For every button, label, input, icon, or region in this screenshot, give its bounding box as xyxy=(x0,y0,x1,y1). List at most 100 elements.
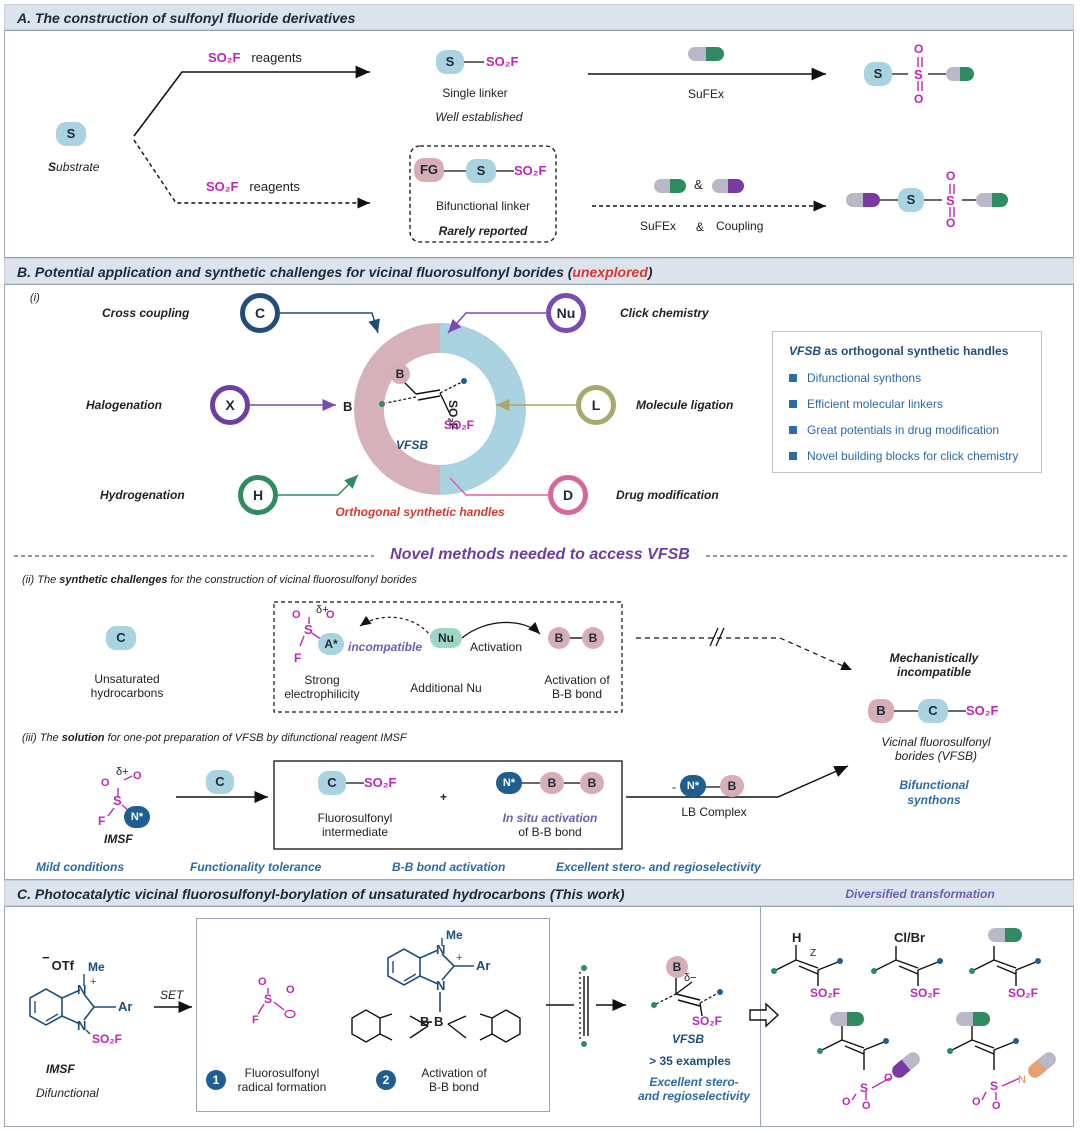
product1-s: S xyxy=(864,62,892,86)
vfsb-info-box: VFSB as orthogonal synthetic handles Dif… xyxy=(772,331,1042,473)
ii-b-right: B xyxy=(582,627,604,649)
rarely-reported-label: Rarely reported xyxy=(438,224,528,238)
iii-delta: δ+ xyxy=(116,766,129,778)
ii-additional-nu: Additional Nu xyxy=(410,681,482,695)
donut-b: B xyxy=(343,399,353,414)
c-radical-o2: O xyxy=(286,984,295,996)
sub-i-label: (i) xyxy=(30,292,40,304)
well-established-label: Well established xyxy=(435,110,523,124)
vfsb-name-1: Vicinal fluorosulfonyl xyxy=(881,735,991,749)
c-nhc-n-top: N xyxy=(436,942,446,957)
c-n-bottom: N xyxy=(77,1018,87,1033)
iii-caption: (iii) The solution for one-pot preparati… xyxy=(22,732,407,744)
c-vfsb-b: B xyxy=(666,956,688,978)
ii-incompatible: incompatible xyxy=(348,640,423,654)
iii-lb-n: N* xyxy=(680,775,706,797)
c-ester-o1: O xyxy=(842,1096,851,1108)
ii-b-left: B xyxy=(548,627,570,649)
center-b-pill: B xyxy=(390,364,410,384)
c-radical-s: S xyxy=(264,992,273,1006)
novel-methods-heading: Novel methods needed to access VFSB xyxy=(390,546,690,563)
coupling-label: Coupling xyxy=(716,219,764,233)
ii-activation: Activation xyxy=(470,640,523,654)
ii-caption: (ii) The synthetic challenges for the co… xyxy=(22,574,417,586)
ii-c-pill: C xyxy=(106,626,136,650)
section-b-frame xyxy=(4,284,1074,880)
c-nhc-me: Me xyxy=(446,928,463,942)
reagent-capsule-green xyxy=(654,179,686,193)
section-c-frame xyxy=(4,906,1074,1127)
iii-plus: + xyxy=(440,790,448,804)
label-click-chemistry: Click chemistry xyxy=(620,306,709,320)
iii-lb-b: B xyxy=(720,775,744,797)
section-b-title: B. Potential application and synthetic c… xyxy=(17,264,653,280)
reagent-capsule-top xyxy=(688,47,724,61)
product2-o-bottom: O xyxy=(946,216,956,230)
ii-o-right: O xyxy=(326,609,335,621)
ii-a-star: A* xyxy=(318,633,344,655)
ii-nu-pill: Nu xyxy=(430,628,462,648)
c-div-z: Z xyxy=(810,948,817,959)
c-fs-radical-2: radical formation xyxy=(237,1080,327,1094)
c-delta-minus: δ− xyxy=(684,972,697,984)
c-ester-s: S xyxy=(860,1081,869,1095)
product2-capsule-purple xyxy=(846,193,880,207)
c-set: SET xyxy=(160,988,184,1002)
section-c-vertical-divider xyxy=(760,906,761,1127)
label-drug-modification: Drug modification xyxy=(616,488,719,502)
c-difunctional: Difunctional xyxy=(36,1086,99,1100)
c-div-capsule-1 xyxy=(988,928,1022,942)
c-otf: −OTf xyxy=(42,950,74,973)
c-radical-f: F xyxy=(252,1014,259,1026)
product1-capsule xyxy=(946,67,974,81)
c-imsf-label: IMSF xyxy=(46,1062,75,1076)
c-excellent-1: Excellent stero- xyxy=(649,1075,739,1089)
c-amide-n: N xyxy=(1018,1074,1026,1086)
c-nhc-n-bottom: N xyxy=(436,978,446,993)
iii-insitu-2: of B-B bond xyxy=(518,825,582,839)
single-linker-s: S xyxy=(436,50,464,74)
diversified-label: Diversified transformation xyxy=(845,887,995,901)
c-plus: + xyxy=(90,976,97,988)
ii-act-bb-2: B-B bond xyxy=(551,687,603,701)
reagent-capsule-purple xyxy=(712,179,744,193)
ii-o-left: O xyxy=(292,609,301,621)
c-amide-o1: O xyxy=(972,1096,981,1108)
section-c-title: C. Photocatalytic vicinal fluorosulfonyl… xyxy=(17,886,625,902)
c-ar: Ar xyxy=(118,999,133,1014)
c-div-capsule-3 xyxy=(956,1012,990,1026)
c-examples: > 35 examples xyxy=(649,1054,731,1068)
unsat-line2: hydrocarbons xyxy=(90,686,164,700)
c-step-2: 2 xyxy=(376,1070,396,1090)
c-div-capsule-2 xyxy=(830,1012,864,1026)
label-hydrogenation: Hydrogenation xyxy=(100,488,185,502)
iii-insitu-b2: B xyxy=(580,772,604,794)
c-ester-o2: O xyxy=(862,1100,871,1112)
c-nhc-plus: + xyxy=(456,952,463,964)
c-div-clbr: Cl/Br xyxy=(894,930,926,945)
feature-mild: Mild conditions xyxy=(36,860,124,874)
mech-incompat-2: incompatible xyxy=(896,665,972,679)
ii-f-atom: F xyxy=(294,651,302,665)
feature-tolerance: Functionality tolerance xyxy=(190,860,322,874)
c-n-top: N xyxy=(77,982,87,997)
feature-bb: B-B bond activation xyxy=(392,860,506,874)
iii-minus: - xyxy=(672,780,676,794)
product1-o-top: O xyxy=(914,42,924,56)
c-div-so2f-1: SO₂F xyxy=(810,986,840,1000)
label-cross-coupling: Cross coupling xyxy=(102,306,190,320)
bif-so2f: SO₂F xyxy=(514,163,547,178)
info-item-4: Novel building blocks for click chemistr… xyxy=(789,449,1018,463)
c-div-so2f-3: SO₂F xyxy=(1008,986,1038,1000)
sufex-label-2: SuFEx xyxy=(640,219,677,233)
label-molecule-ligation: Molecule ligation xyxy=(636,398,734,412)
c-amide-o2: O xyxy=(992,1100,1001,1112)
c-vfsb-so2f: SO₂F xyxy=(692,1014,722,1028)
info-box-title: VFSB as orthogonal synthetic handles xyxy=(789,344,1009,358)
c-excellent-2: and regioselectivity xyxy=(637,1089,751,1103)
center-so2f: SO₂F xyxy=(444,418,474,432)
ring-x: X xyxy=(210,385,250,425)
reagent-label-bottom: SO₂F reagents xyxy=(206,179,300,194)
reagent-label-top: SO₂F reagents xyxy=(208,50,302,65)
